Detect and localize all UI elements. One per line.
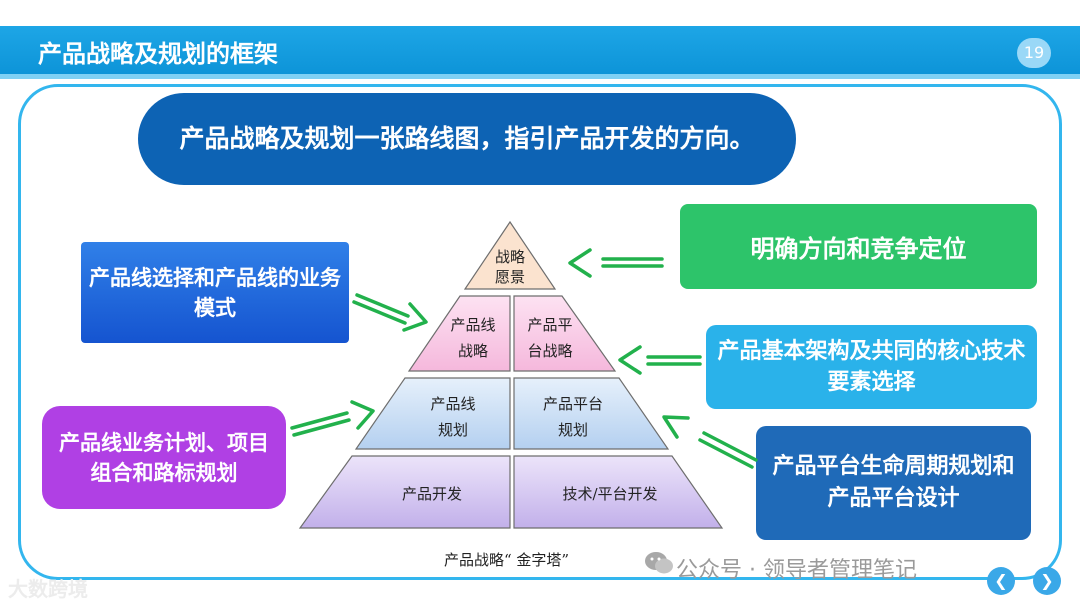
- pyramid-caption: 产品战略“ 金字塔”: [444, 551, 570, 569]
- pyramid-tier2-right: [513, 295, 617, 372]
- arrow-icon: [618, 345, 702, 375]
- tier2-left-label-1: 产品线: [450, 316, 495, 334]
- architecture-core-tech-box: 产品基本架构及共同的核心技术要素选择: [706, 325, 1037, 409]
- brand-logo: 大数跨境: [8, 577, 88, 601]
- arrow-icon: [290, 400, 375, 437]
- headline-banner: 产品战略及规划一张路线图，指引产品开发的方向。: [138, 93, 796, 185]
- arrow-icon: [352, 293, 428, 332]
- tier2-right-label-1: 产品平: [527, 316, 572, 334]
- arrow-icon: [662, 415, 758, 469]
- prev-icon[interactable]: ❮: [987, 567, 1015, 595]
- platform-lifecycle-box: 产品平台生命周期规划和产品平台设计: [756, 426, 1031, 540]
- page-number: 19: [1017, 38, 1051, 68]
- tier2-left-label-2: 战略: [458, 342, 488, 360]
- tier3-right-label-2: 规划: [558, 421, 588, 439]
- tier3-left-label-2: 规划: [438, 421, 468, 439]
- title-underline: [0, 74, 1080, 79]
- direction-positioning-box: 明确方向和竞争定位: [680, 204, 1037, 289]
- tier3-right-label-1: 产品平台: [543, 395, 603, 413]
- product-line-planning-box: 产品线业务计划、项目组合和路标规划: [42, 406, 286, 509]
- page-title: 产品战略及规划的框架: [38, 40, 278, 68]
- tier4-right-label: 技术/平台开发: [562, 485, 657, 503]
- pyramid-tier2-left: [407, 295, 511, 372]
- tier2-right-label-2: 台战略: [527, 342, 572, 360]
- next-icon[interactable]: ❯: [1033, 567, 1061, 595]
- tier3-left-label-1: 产品线: [430, 395, 475, 413]
- arrow-icon: [568, 248, 664, 278]
- tier4-left-label: 产品开发: [402, 485, 462, 503]
- title-bar: [0, 26, 1080, 74]
- product-line-selection-box: 产品线选择和产品线的业务模式: [81, 242, 349, 343]
- apex-label-1: 战略: [495, 248, 525, 266]
- watermark-text: 公众号 · 领导者管理笔记: [676, 558, 917, 583]
- content-frame: [18, 84, 1062, 580]
- pyramid-tier3-right: [513, 377, 670, 450]
- pyramid-tier3-left: [354, 377, 511, 450]
- pyramid-apex: [463, 220, 557, 290]
- apex-label-2: 愿景: [495, 268, 525, 286]
- pyramid-tier4-right: [513, 455, 724, 529]
- wechat-icon: [645, 552, 673, 574]
- pyramid-tier4-left: [298, 455, 511, 529]
